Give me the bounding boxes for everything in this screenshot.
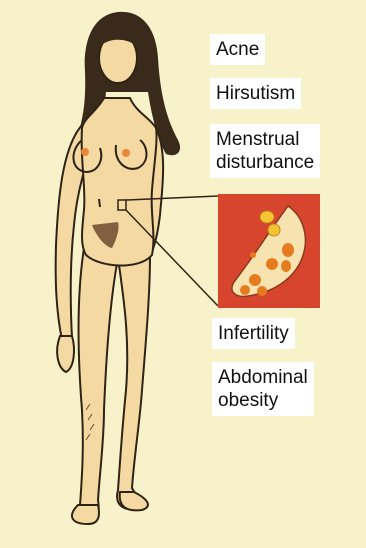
- label-menstrual-disturbance: Menstrual disturbance: [210, 124, 320, 178]
- acne-text: Acne: [216, 38, 259, 61]
- follicle: [260, 211, 274, 223]
- polycystic-ovary-inset: [218, 194, 320, 308]
- menstrual-text-line2: disturbance: [216, 151, 314, 174]
- label-infertility: Infertility: [212, 318, 295, 349]
- nipple-right: [122, 149, 130, 157]
- follicle: [250, 252, 256, 258]
- label-acne: Acne: [210, 34, 265, 65]
- right-foot: [120, 492, 148, 510]
- follicle: [266, 258, 278, 270]
- torso: [82, 98, 157, 266]
- follicle: [240, 285, 250, 295]
- follicle: [249, 274, 261, 286]
- navel: [99, 199, 100, 207]
- right-leg: [117, 255, 150, 509]
- label-abdominal-obesity: Abdominal obesity: [212, 362, 314, 416]
- label-hirsutism: Hirsutism: [210, 78, 301, 109]
- menstrual-text-line1: Menstrual: [216, 128, 314, 151]
- left-foot: [72, 505, 99, 524]
- follicle: [282, 243, 294, 257]
- left-hand: [57, 336, 74, 372]
- obesity-text-line2: obesity: [218, 389, 308, 412]
- hirsutism-text: Hirsutism: [216, 82, 295, 105]
- infertility-text: Infertility: [218, 322, 289, 345]
- nipple-left: [81, 148, 89, 156]
- obesity-text-line1: Abdominal: [218, 366, 308, 389]
- follicle: [257, 286, 267, 296]
- left-leg: [75, 248, 118, 522]
- follicle: [281, 260, 291, 272]
- follicle: [268, 224, 280, 236]
